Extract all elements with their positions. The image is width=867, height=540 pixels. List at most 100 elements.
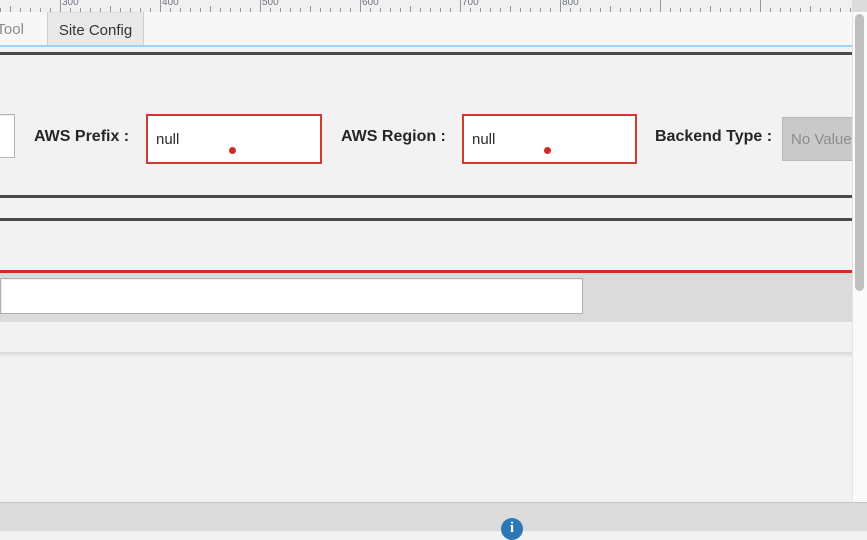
- tab-active-underline: [0, 45, 852, 47]
- aws-region-value: null: [472, 130, 496, 148]
- ruler-tick: [480, 8, 481, 12]
- ruler-label: 300: [62, 0, 79, 8]
- ruler-tick: [410, 6, 411, 12]
- ruler-tick: [390, 8, 391, 12]
- ruler-tick: [350, 8, 351, 12]
- ruler-tick: [610, 6, 611, 12]
- ruler-tick: [260, 0, 261, 12]
- divider-lower: [0, 218, 852, 221]
- ruler-tick: [40, 8, 41, 12]
- ruler-tick: [300, 8, 301, 12]
- ruler-tick: [650, 8, 651, 12]
- ruler-tick: [700, 8, 701, 12]
- ruler-tick: [850, 8, 851, 12]
- ruler-tick: [240, 8, 241, 12]
- divider-red: [0, 270, 852, 273]
- ruler-corner-pad: [852, 0, 867, 12]
- ruler-tick: [690, 8, 691, 12]
- ruler-tick: [220, 8, 221, 12]
- ruler-tick: [790, 8, 791, 12]
- ruler-tick: [760, 0, 761, 12]
- ruler-tick: [210, 6, 211, 12]
- tab-y-tool[interactable]: y Tool: [0, 12, 48, 47]
- ruler-tick: [560, 0, 561, 12]
- ruler-tick: [330, 8, 331, 12]
- vertical-scrollbar-thumb[interactable]: [855, 14, 864, 291]
- truncated-left-input[interactable]: [0, 114, 15, 158]
- tab-bar: y Tool Site Config: [0, 12, 852, 47]
- ruler-tick: [380, 8, 381, 12]
- ruler-tick: [50, 8, 51, 12]
- backend-type-value: No Value: [791, 130, 852, 148]
- panel-middle: [0, 322, 852, 353]
- ruler-tick: [150, 8, 151, 12]
- ruler-tick: [820, 8, 821, 12]
- ruler-label: 500: [262, 0, 279, 8]
- ruler-tick: [580, 8, 581, 12]
- ruler-tick: [0, 8, 1, 12]
- ruler-tick: [170, 8, 171, 12]
- ruler-tick: [120, 8, 121, 12]
- ruler-tick: [110, 6, 111, 12]
- ruler-tick: [730, 8, 731, 12]
- ruler-tick: [290, 8, 291, 12]
- ruler-tick: [370, 8, 371, 12]
- aws-region-input[interactable]: null: [462, 114, 637, 164]
- ruler-tick: [740, 8, 741, 12]
- backend-type-label: Backend Type :: [655, 128, 773, 145]
- ruler-tick: [70, 8, 71, 12]
- ruler-label: 600: [362, 0, 379, 8]
- ruler-label: 400: [162, 0, 179, 8]
- ruler-tick: [470, 8, 471, 12]
- panel-drop-shadow: [0, 352, 867, 358]
- ruler-tick: [590, 8, 591, 12]
- ruler-tick: [360, 0, 361, 12]
- ruler-tick: [510, 6, 511, 12]
- ruler-tick: [340, 8, 341, 12]
- ruler-tick: [540, 8, 541, 12]
- ruler-tick: [460, 0, 461, 12]
- ruler-tick: [160, 0, 161, 12]
- ruler-tick: [550, 8, 551, 12]
- ruler-tick: [450, 8, 451, 12]
- ruler-tick: [180, 8, 181, 12]
- ruler-tick: [680, 8, 681, 12]
- aws-region-label: AWS Region :: [341, 128, 446, 145]
- ruler-tick: [750, 8, 751, 12]
- ruler-tick: [490, 8, 491, 12]
- ruler-tick: [710, 6, 711, 12]
- band-between-dividers: [0, 198, 852, 218]
- status-bar: [0, 502, 867, 531]
- ruler-tick: [630, 8, 631, 12]
- aws-prefix-label: AWS Prefix :: [34, 128, 130, 145]
- aws-prefix-input[interactable]: null: [146, 114, 322, 164]
- ruler-tick: [660, 0, 661, 12]
- band-text-input[interactable]: [0, 278, 583, 314]
- ruler-tick: [770, 8, 771, 12]
- ruler-tick: [230, 8, 231, 12]
- ruler-tick: [780, 8, 781, 12]
- ruler-tick: [810, 6, 811, 12]
- ruler-tick: [670, 8, 671, 12]
- ruler-tick: [830, 8, 831, 12]
- ruler-tick: [500, 8, 501, 12]
- ruler-tick: [440, 8, 441, 12]
- site-config-form: AWS Prefix : null AWS Region : null Back…: [0, 55, 867, 195]
- tab-site-config[interactable]: Site Config: [48, 12, 144, 47]
- ruler-tick: [310, 6, 311, 12]
- ruler-label: 800: [562, 0, 579, 8]
- aws-prefix-value: null: [156, 130, 180, 148]
- ruler-tick: [800, 8, 801, 12]
- ruler-tick: [190, 8, 191, 12]
- ruler-tick: [430, 8, 431, 12]
- ruler-tick: [100, 8, 101, 12]
- ruler-tick: [200, 8, 201, 12]
- info-icon[interactable]: i: [501, 518, 523, 540]
- band-below-divider: [0, 221, 852, 270]
- ruler-tick: [640, 8, 641, 12]
- aws-prefix-error-marker: [229, 147, 236, 154]
- divider-below-tabs: [0, 52, 852, 55]
- ruler-tick: [80, 8, 81, 12]
- info-icon-glyph: i: [509, 520, 515, 536]
- ruler-tick: [720, 8, 721, 12]
